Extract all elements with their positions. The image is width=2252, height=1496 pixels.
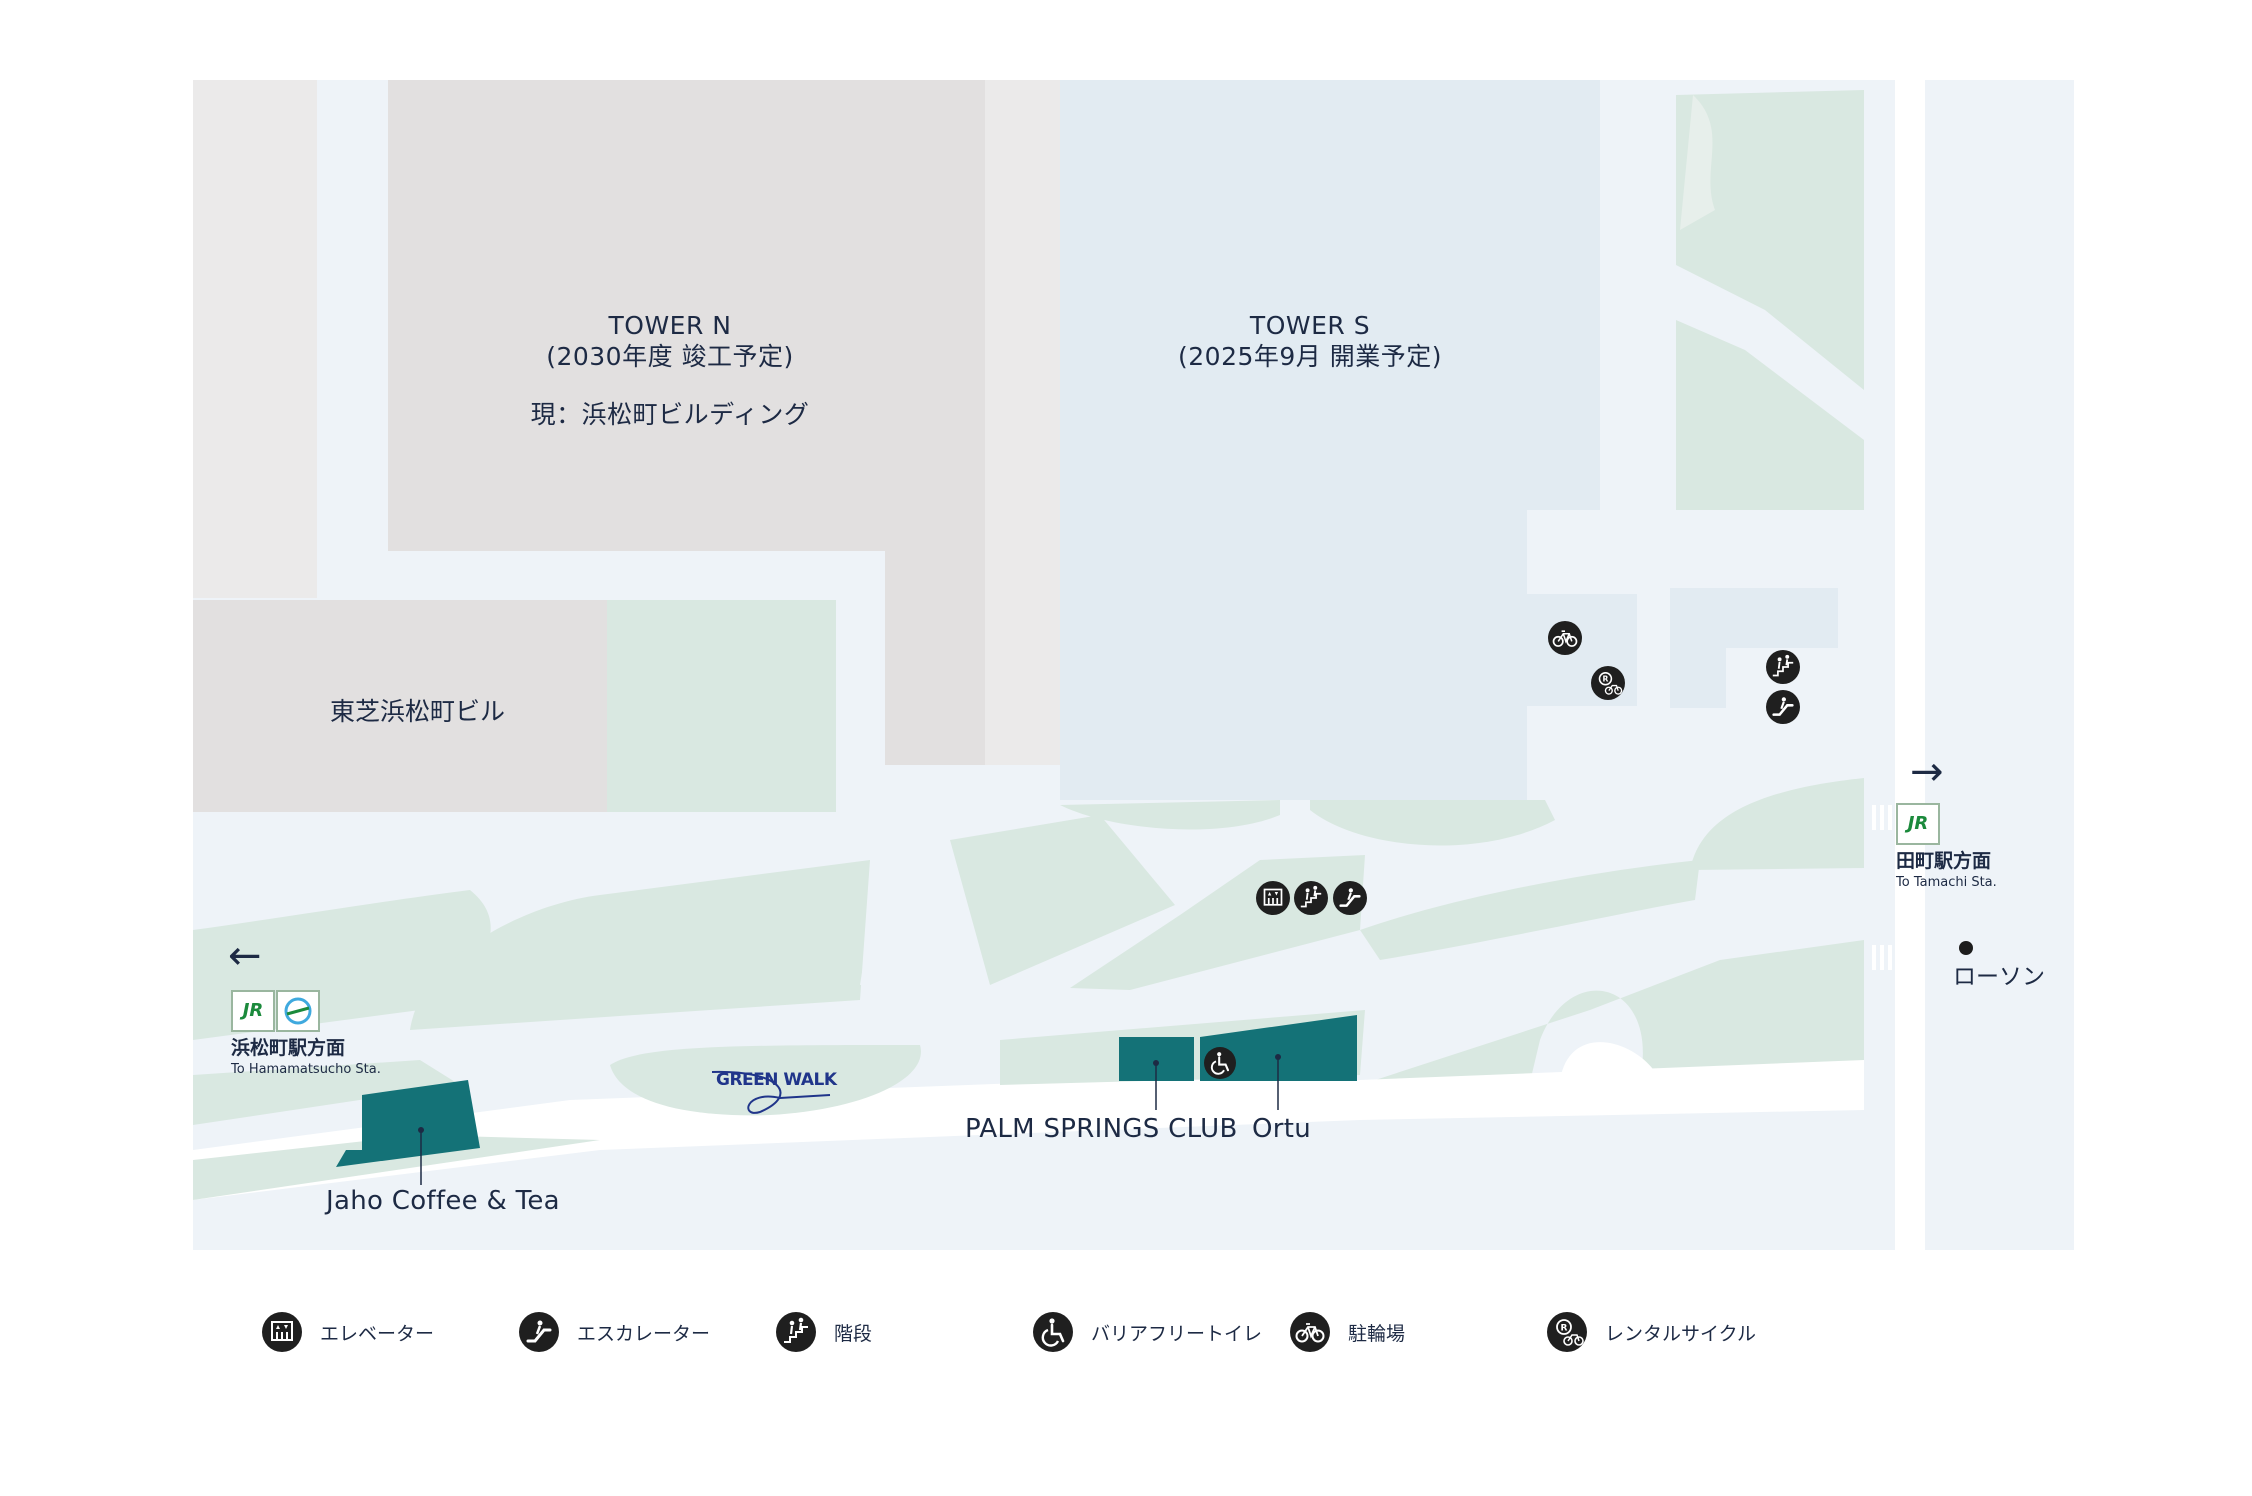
jr-logo-text: JR bbox=[242, 999, 264, 1021]
tower-n-footprint bbox=[388, 80, 985, 765]
east-block-south bbox=[1930, 915, 2074, 1250]
elevator-icon bbox=[261, 1311, 303, 1353]
ortu-label[interactable]: Ortu bbox=[1252, 1114, 1312, 1144]
greenery-sw-1 bbox=[193, 1060, 460, 1125]
escalator-icon bbox=[517, 1310, 561, 1354]
jr-logo-text: JR bbox=[1907, 812, 1929, 834]
elevator-icon[interactable] bbox=[1255, 880, 1291, 916]
legend-elevator-label: エレベーター bbox=[320, 1322, 435, 1345]
tower-n-status: (2030年度 竣工予定) bbox=[546, 342, 794, 372]
tower-s-name: TOWER S bbox=[1249, 311, 1371, 340]
greenery-east-2 bbox=[1360, 940, 1864, 1085]
ortu-shop[interactable] bbox=[1200, 1015, 1357, 1081]
jaho-coffee-shop[interactable] bbox=[336, 1080, 480, 1167]
tower-s-label: TOWER S (2025年9月 開業予定) bbox=[1160, 310, 1460, 373]
green-walk-lawn bbox=[610, 1045, 921, 1116]
legend-bicycle-parking-label: 駐輪場 bbox=[1348, 1322, 1406, 1345]
tamachi-direction-label-en[interactable]: To Tamachi Sta. bbox=[1896, 875, 1997, 890]
legend-bicycle-parking: 駐輪場 bbox=[1288, 1310, 1405, 1354]
lawson-marker[interactable] bbox=[1959, 941, 1973, 955]
legend-elevator: エレベーター bbox=[260, 1310, 434, 1354]
accessible-toilet-icon bbox=[1031, 1310, 1075, 1354]
legend-stairs: 階段 bbox=[774, 1310, 872, 1354]
building-strip-central bbox=[985, 80, 1060, 765]
jaho-coffee-label[interactable]: Jaho Coffee & Tea bbox=[326, 1186, 560, 1216]
legend-stairs-label: 階段 bbox=[834, 1322, 873, 1345]
greenery-lawn-2 bbox=[950, 815, 1175, 985]
green-walk-logo: GREEN WALK bbox=[716, 1070, 837, 1090]
bicycle-parking-icon bbox=[1289, 1311, 1331, 1353]
jr-logo: JR bbox=[231, 990, 275, 1032]
toshiba-garden bbox=[607, 600, 836, 812]
legend-escalator-label: エスカレーター bbox=[577, 1322, 711, 1345]
east-block-north bbox=[1930, 80, 2074, 840]
rental-cycle-icon bbox=[1546, 1311, 1588, 1353]
legend-accessible-toilet: バリアフリートイレ bbox=[1031, 1310, 1262, 1354]
crosswalk bbox=[1872, 805, 1892, 970]
station-building bbox=[1670, 588, 1838, 708]
building-strip-west bbox=[193, 80, 317, 598]
tower-s-footprint bbox=[1060, 80, 1600, 800]
escalator-icon[interactable] bbox=[1764, 688, 1802, 726]
escalator-icon[interactable] bbox=[1331, 879, 1369, 917]
tamachi-direction-label[interactable]: 田町駅方面 bbox=[1896, 850, 1992, 872]
street-east bbox=[1895, 80, 1925, 1250]
tower-n-label: TOWER N (2030年度 竣工予定) 現：浜松町ビルディング bbox=[520, 310, 820, 430]
greenery-lawn-3 bbox=[1070, 855, 1365, 990]
legend-rental-cycle-label: レンタルサイクル bbox=[1605, 1322, 1757, 1345]
tower-n-name: TOWER N bbox=[608, 311, 732, 340]
greenery-ne-2 bbox=[1676, 320, 1864, 510]
hamamatsucho-direction-label-en[interactable]: To Hamamatsucho Sta. bbox=[231, 1062, 381, 1077]
arrow-left-icon[interactable]: ← bbox=[228, 933, 262, 979]
rental-cycle-icon[interactable] bbox=[1590, 665, 1626, 701]
monorail-icon bbox=[284, 997, 312, 1025]
bicycle-parking-icon[interactable] bbox=[1547, 620, 1583, 656]
jr-logo: JR bbox=[1896, 803, 1940, 845]
green-walk-logo-stroke bbox=[711, 1070, 831, 1114]
stairs-icon[interactable] bbox=[1293, 880, 1329, 916]
greenery-sw-2 bbox=[193, 1135, 600, 1200]
arrow-right-icon[interactable]: → bbox=[1910, 749, 1944, 795]
legend-rental-cycle: レンタルサイクル bbox=[1545, 1310, 1756, 1354]
hamamatsucho-direction-label[interactable]: 浜松町駅方面 bbox=[231, 1037, 346, 1059]
legend-accessible-toilet-label: バリアフリートイレ bbox=[1091, 1322, 1263, 1345]
monorail-logo bbox=[276, 990, 320, 1032]
palm-springs-club-label[interactable]: PALM SPRINGS CLUB bbox=[965, 1114, 1238, 1144]
main-promenade bbox=[193, 1060, 1864, 1200]
stairs-icon[interactable] bbox=[1765, 649, 1801, 685]
greenery-lawn-1 bbox=[410, 860, 870, 1030]
lawson-label[interactable]: ローソン bbox=[1953, 964, 2045, 990]
tower-n-current-name: 現：浜松町ビルディング bbox=[530, 399, 810, 429]
toshiba-building-label: 東芝浜松町ビル bbox=[330, 697, 506, 726]
stairs-icon bbox=[774, 1310, 818, 1354]
tower-s-status: (2025年9月 開業予定) bbox=[1178, 342, 1442, 372]
legend-escalator: エスカレーター bbox=[517, 1310, 710, 1354]
greenery-east-1 bbox=[1690, 778, 1864, 870]
greenery-ne-1 bbox=[1676, 90, 1864, 390]
toshiba-building-footprint bbox=[193, 600, 607, 812]
accessible-toilet-icon[interactable] bbox=[1202, 1045, 1238, 1081]
